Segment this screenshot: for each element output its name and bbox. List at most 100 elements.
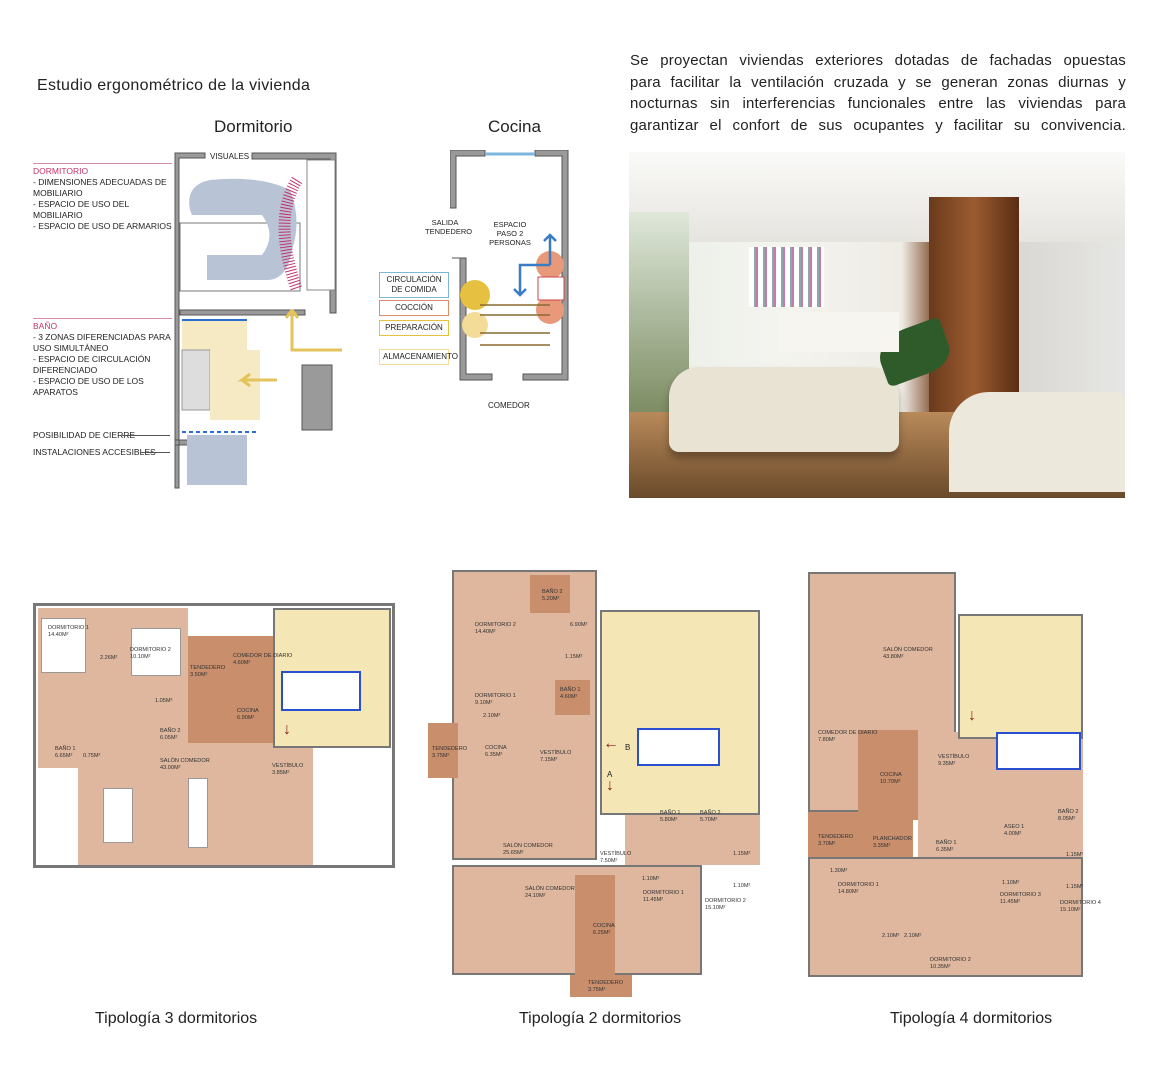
room-area: 3.50m²: [190, 671, 208, 678]
note-item: - 3 ZONAS DIFERENCIADAS PARA USO SIMULTÁ…: [33, 332, 171, 353]
room-area: 8.05m²: [1058, 815, 1076, 822]
room-label: BAÑO 28.05m²: [1058, 809, 1079, 822]
room-label: DORMITORIO 214.40m²: [475, 622, 516, 635]
room-shape: [33, 603, 395, 868]
room-name: DORMITORIO 3: [1000, 892, 1041, 898]
room-shape: [103, 788, 133, 843]
caption-tipologia-2: Tipología 2 dormitorios: [519, 1010, 682, 1027]
room-shape: [281, 671, 361, 711]
dormitorio-heading: Dormitorio: [214, 117, 293, 136]
room-name: VESTÍBULO: [540, 750, 572, 756]
room-area: 14.40m²: [475, 628, 496, 635]
notes-title: DORMITORIO: [33, 166, 89, 176]
description-line: nocturnas sin interferencias funcionales…: [630, 95, 1126, 112]
room-shape: [570, 975, 632, 997]
room-shape: ↓: [968, 707, 976, 724]
dormitorio-notes: DORMITORIO - DIMENSIONES ADECUADAS DE MO…: [33, 166, 173, 232]
room-name: BAÑO 2: [160, 728, 181, 734]
leader-line: [140, 452, 170, 453]
room-area: 4.60m²: [233, 659, 251, 666]
room-shape: [575, 875, 615, 980]
kitchen-plan-drawing: [449, 149, 569, 381]
room-name: VESTÍBULO: [272, 763, 304, 769]
room-area: 5.80m²: [660, 816, 678, 823]
description-line: para facilitar la ventilación cruzada y …: [630, 73, 1126, 91]
room-name: TENDEDERO: [588, 980, 624, 986]
room-area: 1.05m²: [155, 698, 173, 704]
room-label: DORMITORIO 215.10m²: [705, 898, 746, 911]
room-name: DORMITORIO 4: [1060, 900, 1101, 906]
note-cierre: POSIBILIDAD DE CIERRE: [33, 430, 136, 440]
room-area: 6.90m²: [570, 622, 588, 628]
room-name: BAÑO 2: [1058, 809, 1079, 815]
room-area: 2.10m²: [904, 933, 922, 939]
room-shape: [452, 570, 597, 860]
room-area: 6.35m²: [485, 751, 503, 758]
room-area: 6.90m²: [237, 714, 255, 721]
room-name: BAÑO 1: [55, 746, 76, 752]
legend-preparacion: PREPARACIÓN: [379, 320, 449, 336]
note-item: - ESPACIO DE USO DEL MOBILIARIO: [33, 199, 129, 220]
cocina-heading: Cocina: [488, 117, 541, 136]
room-area: 10.70m²: [880, 778, 901, 785]
room-name: DORMITORIO 2: [930, 957, 971, 963]
room-area: 2.10m²: [882, 933, 900, 939]
room-area: 10.10m²: [130, 653, 151, 660]
caption-tipologia-4: Tipología 4 dormitorios: [890, 1010, 1053, 1027]
room-shape: [958, 614, 1083, 739]
room-label: BAÑO 25.70m²: [700, 810, 721, 823]
room-label: ASEO 14.00m²: [1004, 824, 1024, 837]
room-name: COMEDOR DE DIARIO: [233, 653, 293, 659]
room-area: 2.10m²: [483, 713, 501, 719]
room-name: BAÑO 1: [660, 810, 681, 816]
dormitorio-plan: VISUALES: [172, 150, 352, 492]
room-area: 6.65m²: [55, 752, 73, 759]
room-shape: [530, 575, 570, 613]
note-item: - DIMENSIONES ADECUADAS DE MOBILIARIO: [33, 177, 167, 198]
espacio-paso-label: ESPACIO PASO 2 PERSONAS: [489, 220, 531, 247]
room-name: BAÑO 2: [542, 589, 563, 595]
room-name: VESTÍBULO: [600, 851, 632, 857]
room-label: BAÑO 14.60m²: [560, 687, 581, 700]
caption-tipologia-3: Tipología 3 dormitorios: [95, 1010, 258, 1027]
room-name: SALÓN COMEDOR: [883, 647, 933, 653]
kitchen-plan: SALIDA TENDEDERO ESPACIO PASO 2 PERSONAS: [425, 149, 570, 385]
note-item: - ESPACIO DE USO DE LOS APARATOS: [33, 376, 144, 397]
bano-notes: BAÑO - 3 ZONAS DIFERENCIADAS PARA USO SI…: [33, 321, 173, 398]
room-label: DORMITORIO 114.80m²: [838, 882, 879, 895]
room-label: DORMITORIO 111.45m²: [643, 890, 684, 903]
room-area: 2.26m²: [100, 655, 118, 661]
legend-coccion: COCCIÓN: [379, 300, 449, 316]
plan-tipologia-3: ↓ DORMITORIO 114.40m² DORMITORIO 210.10m…: [33, 603, 395, 868]
room-label: DORMITORIO 210.35m²: [930, 957, 971, 970]
room-name: COCINA: [237, 708, 259, 714]
room-label: BAÑO 25.20m²: [542, 589, 563, 602]
room-shape: [188, 778, 208, 848]
plan-tipologia-2: ← B ↓ A DORMITORIO 214.40m² BAÑO 25.20m²…: [420, 565, 765, 1000]
room-name: DORMITORIO 2: [475, 622, 516, 628]
room-area: 3.75m²: [588, 986, 606, 993]
interior-render-image: [629, 152, 1125, 498]
room-area: 7.80m²: [818, 736, 836, 743]
room-name: COMEDOR DE DIARIO: [818, 730, 878, 736]
room-area: 24.10m²: [525, 892, 546, 899]
room-area: 6.35m²: [936, 846, 954, 853]
room-shape: [131, 628, 181, 676]
room-name: SALÓN COMEDOR: [525, 886, 575, 892]
room-area: 11.45m²: [643, 896, 664, 903]
notes-title: BAÑO: [33, 321, 58, 331]
room-label: DORMITORIO 19.10m²: [475, 693, 516, 706]
description-paragraph: Se proyectan viviendas exteriores dotada…: [630, 50, 1126, 136]
room-area: 3.70m²: [818, 840, 836, 847]
arrow-a-icon: ↓: [606, 777, 614, 794]
